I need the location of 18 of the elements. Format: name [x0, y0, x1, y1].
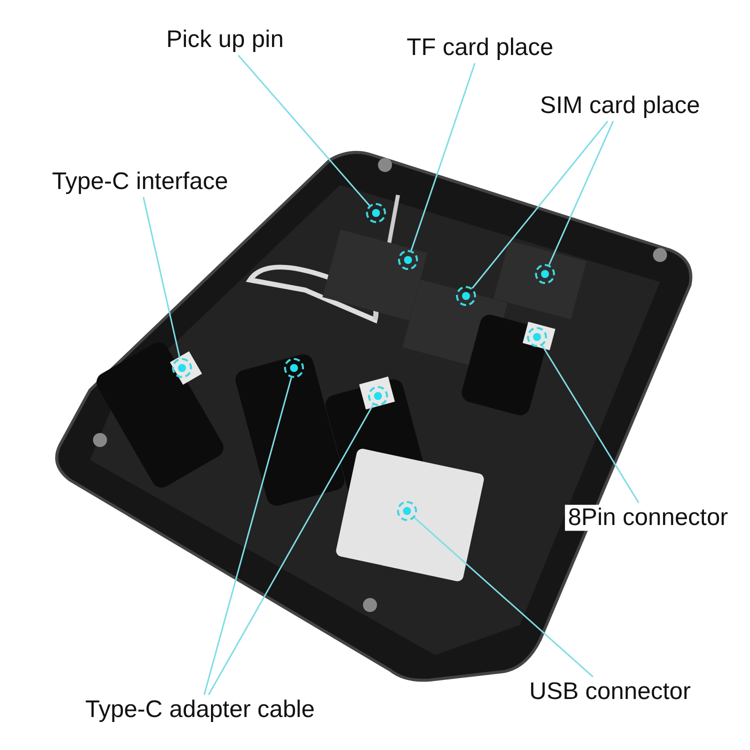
leader-line [208, 404, 374, 696]
callout-point-marker [535, 264, 555, 284]
leader-line [203, 377, 292, 695]
callout-point-marker [456, 286, 476, 306]
callout-point-marker [368, 386, 388, 406]
leader-line [472, 120, 608, 289]
leader-line [414, 517, 594, 678]
callout-point-marker [284, 358, 304, 378]
callout-point-marker [397, 501, 417, 521]
callout-point-marker [366, 203, 386, 223]
callout-point-marker [398, 250, 418, 270]
leader-line [142, 197, 181, 358]
leader-line [410, 62, 476, 251]
leader-line [542, 345, 640, 504]
leader-line [548, 120, 614, 266]
callout-point-marker [172, 358, 192, 378]
callout-point-marker [527, 327, 547, 347]
leader-line [238, 54, 370, 206]
